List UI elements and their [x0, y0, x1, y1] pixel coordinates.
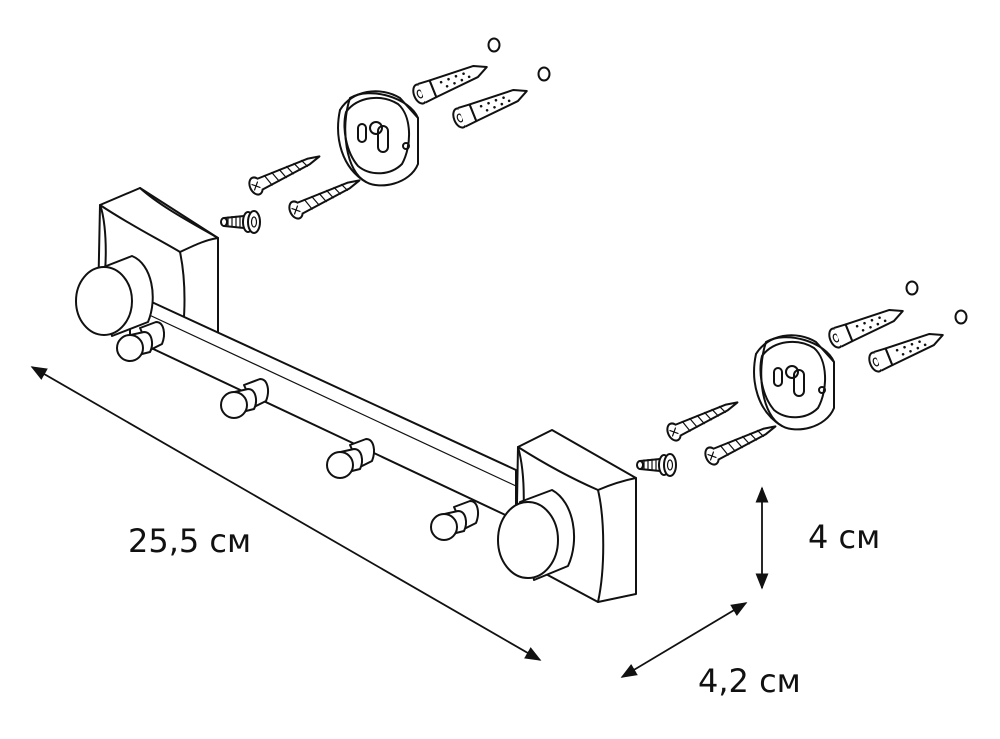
- depth-label: 4,2 см: [698, 662, 801, 700]
- cap-upper-2: [537, 66, 551, 82]
- depth-dimension-line: [620, 602, 748, 678]
- cap-lower-1: [905, 280, 919, 296]
- wall-plug-lower-2: [865, 324, 948, 375]
- screw-upper-1: [245, 147, 325, 198]
- left-end-cap: [75, 255, 154, 337]
- screw-lower-2: [701, 417, 781, 468]
- screw-upper-2: [285, 171, 365, 222]
- hook-3: [326, 438, 375, 479]
- wall-plug-upper-2: [449, 80, 532, 131]
- height-label: 4 см: [808, 518, 881, 556]
- rail-assembly: [75, 187, 637, 603]
- cap-lower-2: [954, 309, 968, 325]
- mounting-plate-lower: [753, 334, 835, 431]
- wall-plug-lower-1: [825, 300, 908, 351]
- length-label: 25,5 см: [128, 522, 252, 560]
- wall-plug-upper-1: [409, 56, 492, 107]
- lower-fixing-kit: [636, 280, 968, 477]
- rail-bar: [129, 291, 517, 521]
- upper-fixing-kit: [220, 37, 551, 234]
- hook-4: [430, 500, 479, 541]
- bolt-upper: [220, 210, 261, 234]
- mounting-plate-upper: [337, 90, 419, 187]
- cap-upper-1: [487, 37, 501, 53]
- screw-lower-1: [663, 393, 743, 444]
- length-dimension-line: [30, 366, 542, 661]
- bolt-lower: [636, 453, 677, 477]
